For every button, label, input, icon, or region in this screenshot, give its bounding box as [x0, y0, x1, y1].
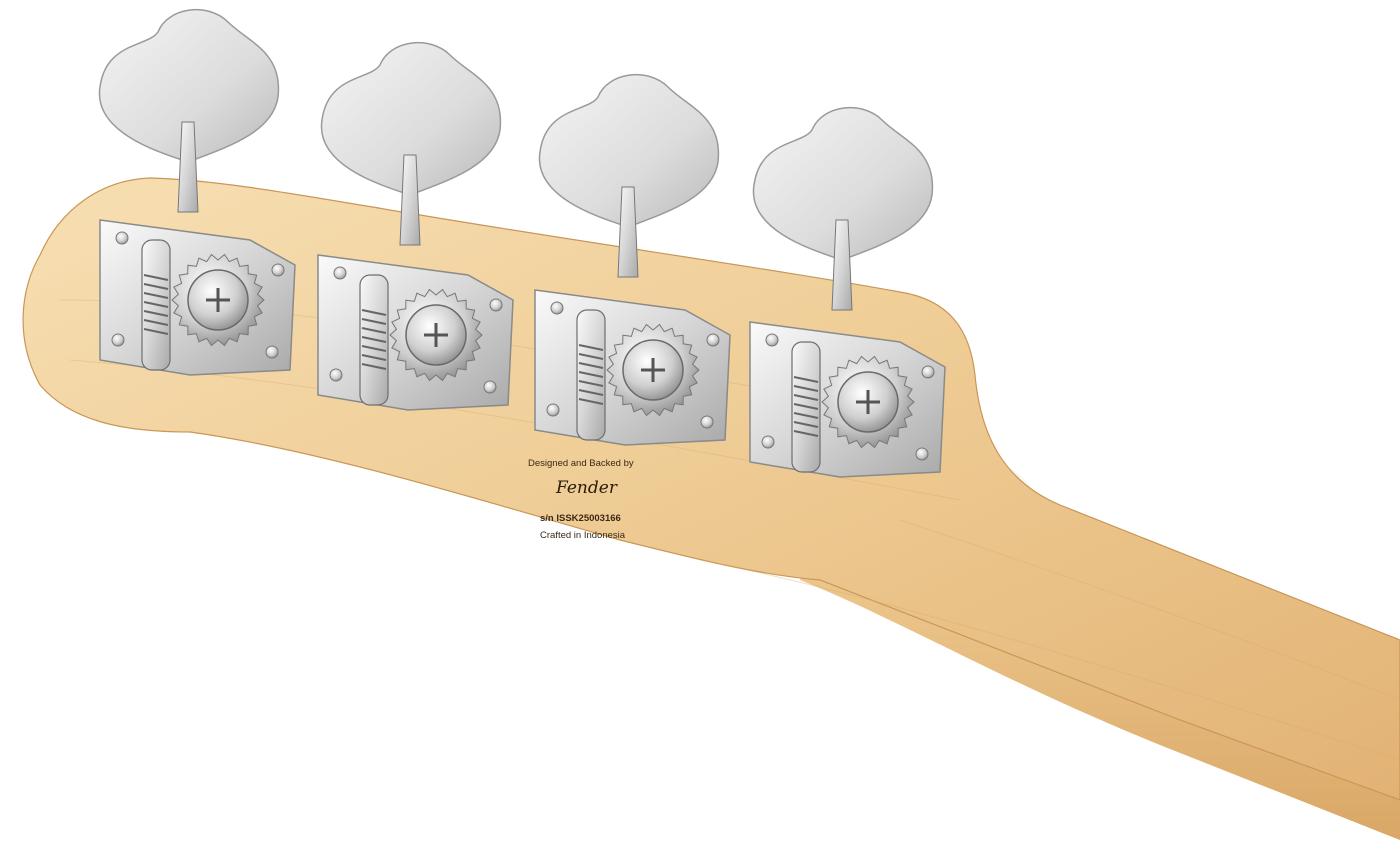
screw-icon — [546, 403, 560, 417]
screw-icon — [550, 301, 564, 315]
worm-thread — [793, 385, 819, 392]
worm-thread — [361, 345, 387, 352]
worm-thread — [143, 283, 169, 290]
decal-designed-line: Designed and Backed by — [528, 458, 634, 469]
serial-number: s/n ISSK25003166 — [540, 513, 621, 524]
screw-icon — [111, 333, 125, 347]
worm-thread — [793, 421, 819, 428]
worm-thread — [361, 354, 387, 361]
worm-thread — [578, 371, 604, 378]
tuner-machine — [317, 41, 514, 411]
worm-thread — [143, 274, 169, 281]
worm-thread — [143, 319, 169, 326]
tuner-machine — [749, 106, 946, 478]
origin-text: Crafted in Indonesia — [540, 530, 626, 541]
screw-icon — [700, 415, 714, 429]
worm-thread — [578, 398, 604, 405]
screw-icon — [489, 298, 503, 312]
worm-thread — [143, 301, 169, 308]
screw-icon — [115, 231, 129, 245]
phillips-screw-icon — [424, 323, 448, 347]
worm-thread — [361, 309, 387, 316]
tuner-key — [98, 8, 280, 163]
screw-icon — [921, 365, 935, 379]
tuner-key — [752, 106, 934, 261]
phillips-screw-icon — [856, 390, 880, 414]
worm-thread — [143, 328, 169, 335]
screw-icon — [265, 345, 279, 359]
worm-thread — [361, 327, 387, 334]
worm-thread — [578, 389, 604, 396]
tuner-machine — [534, 73, 731, 446]
tuner-machine — [98, 8, 296, 376]
tuner-key — [538, 73, 720, 228]
screw-icon — [765, 333, 779, 347]
worm-thread — [578, 380, 604, 387]
worm-thread — [793, 412, 819, 419]
worm-thread — [793, 376, 819, 383]
screw-icon — [761, 435, 775, 449]
worm-thread — [361, 318, 387, 325]
screw-icon — [483, 380, 497, 394]
phillips-screw-icon — [641, 358, 665, 382]
fender-logo: Fender — [556, 478, 617, 498]
worm-thread — [793, 430, 819, 437]
screw-icon — [706, 333, 720, 347]
worm-thread — [143, 310, 169, 317]
worm-thread — [361, 336, 387, 343]
tuner-group — [98, 8, 946, 478]
screw-icon — [915, 447, 929, 461]
phillips-screw-icon — [206, 288, 230, 312]
worm-thread — [793, 403, 819, 410]
worm-thread — [578, 362, 604, 369]
worm-thread — [578, 353, 604, 360]
worm-thread — [793, 394, 819, 401]
tuner-key — [320, 41, 502, 196]
screw-icon — [329, 368, 343, 382]
tuner-shaft — [617, 186, 639, 278]
tuner-shaft — [831, 219, 853, 311]
tuner-shaft — [399, 154, 421, 246]
screw-icon — [333, 266, 347, 280]
screw-icon — [271, 263, 285, 277]
worm-thread — [578, 344, 604, 351]
worm-thread — [361, 363, 387, 370]
worm-thread — [143, 292, 169, 299]
tuner-shaft — [177, 121, 199, 213]
